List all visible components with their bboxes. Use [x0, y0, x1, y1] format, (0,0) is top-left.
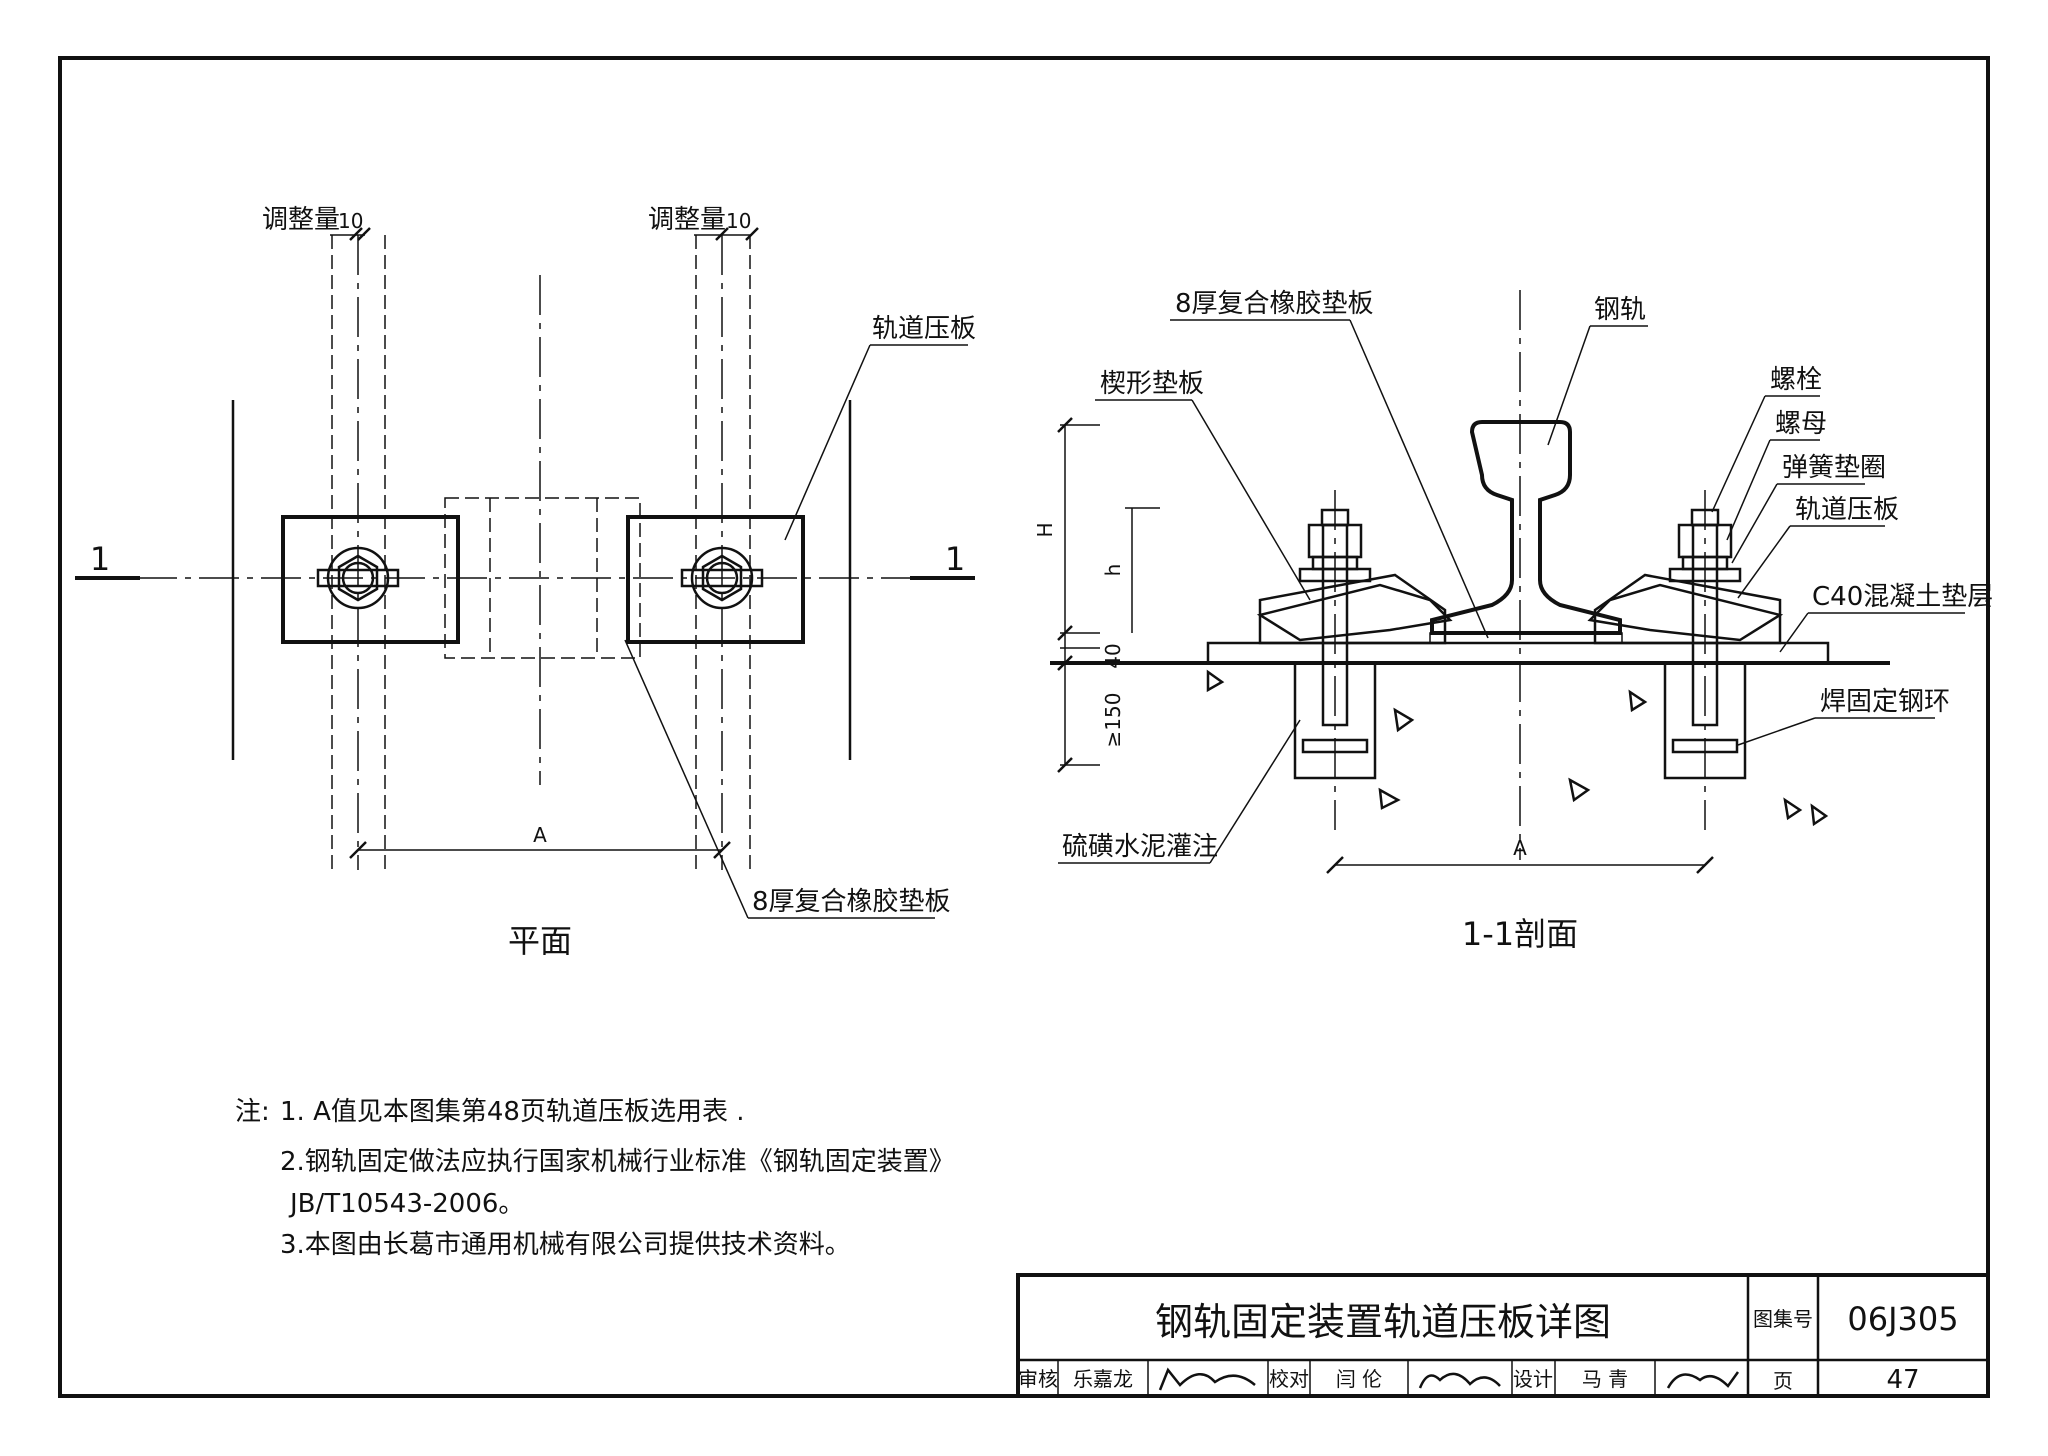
clamp-plate-left: [1256, 583, 1453, 642]
adjust-tick-right-b: [745, 227, 759, 241]
concrete-aggregate: [1206, 669, 1829, 827]
rubber-pad: [1429, 632, 1623, 644]
section-clamp-leader: [1737, 525, 1791, 599]
wedge-leader: [1191, 399, 1311, 601]
section-mark-left: 1: [90, 540, 110, 578]
grout-leader: [1209, 719, 1301, 864]
plan-clamp-leader: [784, 344, 871, 541]
concrete-leader: [1779, 612, 1809, 653]
grout-pocket-left: [1293, 661, 1377, 780]
clamp-plate-right: [1587, 583, 1784, 642]
section-pad-label: 8厚复合橡胶垫板: [1175, 289, 1374, 319]
bolt-label: 螺栓: [1770, 365, 1822, 395]
review-signature: [1158, 1367, 1256, 1391]
plan-dim-A: A: [533, 823, 547, 847]
check-label: 校对: [1269, 1367, 1309, 1391]
dim-150: ≥150: [1101, 693, 1125, 748]
page-number: 47: [1886, 1365, 1919, 1395]
plan-clamp-right: [626, 515, 805, 644]
washer-label: 弹簧垫圈: [1782, 453, 1886, 483]
review-label: 审核: [1018, 1367, 1058, 1391]
check-name: 闫 伦: [1336, 1367, 1382, 1391]
section-view: H h 40 ≥150 A 8厚复合橡胶垫板 钢轨 楔形垫板 螺栓 螺母 弹簧垫…: [1033, 289, 1993, 953]
section-pad-leader: [1349, 319, 1489, 639]
note-2a: 2.钢轨固定做法应执行国家机械行业标准《钢轨固定装置》: [280, 1147, 955, 1177]
atlas-label: 图集号: [1753, 1307, 1813, 1331]
wedge-label: 楔形垫板: [1100, 369, 1204, 399]
drawing-title: 钢轨固定装置轨道压板详图: [1155, 1300, 1611, 1344]
plan-rubber-pad: [444, 497, 641, 659]
design-label: 设计: [1513, 1367, 1553, 1391]
plan-bolt-right: [680, 546, 764, 610]
grout-pocket-right: [1663, 661, 1747, 780]
plan-pad-leader: [624, 639, 749, 919]
plan-dim-A-tick-right: [713, 841, 731, 859]
bolt-left: [1298, 490, 1372, 830]
atlas-number: 06J305: [1847, 1300, 1958, 1338]
section-dim-A-tick-left: [1326, 856, 1344, 874]
adjust-val-left: 10: [338, 209, 363, 233]
adjust-label-right: 调整量: [648, 205, 726, 235]
note-2b: JB/T10543-2006。: [288, 1189, 524, 1219]
note-3: 3.本图由长葛市通用机械有限公司提供技术资料。: [280, 1230, 851, 1260]
washer-leader: [1731, 483, 1778, 564]
section-dim-A: A: [1513, 836, 1527, 860]
concrete-label: C40混凝土垫层: [1812, 582, 1993, 612]
design-name: 马 青: [1582, 1367, 1628, 1391]
section-title: 1-1剖面: [1462, 915, 1578, 953]
ring-leader: [1737, 717, 1816, 746]
note-1: 1. A值见本图集第48页轨道压板选用表 .: [280, 1097, 744, 1127]
notes: 注: 1. A值见本图集第48页轨道压板选用表 . 2.钢轨固定做法应执行国家机…: [235, 1097, 955, 1260]
plan-clamp-label: 轨道压板: [872, 314, 976, 344]
section-dim-A-tick-right: [1696, 856, 1714, 874]
dim-H: H: [1033, 522, 1057, 537]
title-block: 钢轨固定装置轨道压板详图 图集号 06J305 审核 乐嘉龙 校对 闫 伦 设计…: [1016, 1273, 1990, 1398]
adjust-tick-right-a: [715, 227, 729, 241]
nut-label: 螺母: [1775, 409, 1827, 439]
adjust-label-left: 调整量: [262, 205, 340, 235]
notes-prefix: 注:: [235, 1097, 270, 1127]
steel-rail: [1430, 420, 1622, 635]
ring-label: 焊固定钢环: [1820, 687, 1950, 717]
bolt-leader: [1711, 395, 1766, 513]
vertical-dims: [1057, 417, 1160, 773]
plan-title: 平面: [508, 922, 572, 960]
rail-leader: [1547, 325, 1591, 446]
dim-h: h: [1101, 564, 1125, 577]
plan-pad-label: 8厚复合橡胶垫板: [752, 887, 951, 917]
rail-label: 钢轨: [1594, 295, 1646, 325]
dim-40: 40: [1101, 643, 1125, 668]
adjust-tick-left-a: [349, 227, 363, 241]
plan-view: 1 1 调整量 10 调整量 10: [75, 205, 976, 960]
wedge-plate-right: [1593, 573, 1782, 645]
plan-clamp-left: [281, 515, 460, 644]
section-clamp-label: 轨道压板: [1795, 495, 1899, 525]
section-mark-right: 1: [945, 540, 965, 578]
wedge-plate-left: [1258, 573, 1447, 645]
concrete-bed: [1206, 641, 1830, 665]
nut-leader: [1726, 439, 1771, 541]
bolt-right: [1668, 490, 1742, 830]
check-signature: [1418, 1372, 1501, 1389]
grout-label: 硫磺水泥灌注: [1062, 832, 1218, 862]
plan-dim-A-tick-left: [349, 841, 367, 859]
adjust-tick-left-b: [357, 227, 371, 241]
page-label: 页: [1773, 1369, 1793, 1393]
review-name: 乐嘉龙: [1073, 1367, 1133, 1391]
adjust-val-right: 10: [726, 209, 751, 233]
design-signature: [1666, 1371, 1740, 1389]
plan-bolt-left: [316, 546, 400, 610]
